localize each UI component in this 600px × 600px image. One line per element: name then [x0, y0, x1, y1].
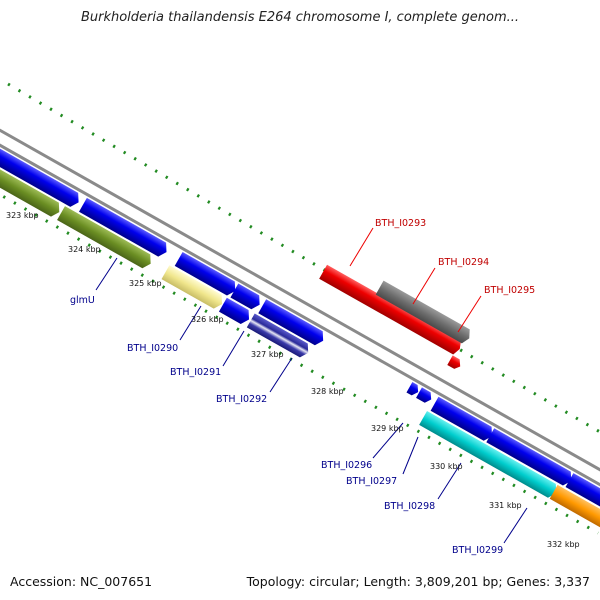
- callout-bth-i0291: [222, 330, 245, 367]
- label-bth-i0299[interactable]: BTH_I0299: [452, 545, 503, 556]
- gene-orange-arrow[interactable]: [549, 484, 600, 528]
- label-bth-i0296[interactable]: BTH_I0296: [321, 460, 372, 471]
- gene-bth-i0294-arrow[interactable]: [375, 280, 474, 346]
- callout-bth-i0293: [349, 227, 374, 267]
- gene-cds-3[interactable]: [174, 251, 239, 298]
- callout-bth-i0297: [402, 436, 419, 475]
- gene-cds-7[interactable]: [565, 473, 600, 513]
- label-bth-i0291[interactable]: BTH_I0291: [170, 367, 221, 378]
- ruler-tick-label: 326 kbp: [191, 315, 224, 324]
- accession-text: Accession: NC_007651: [10, 574, 153, 589]
- gene-bth-i0290-arrow[interactable]: [161, 265, 226, 311]
- feature-band: [0, 123, 600, 535]
- gene-bth-i0291-arrow[interactable]: [218, 297, 253, 327]
- ruler-tick-label: 330 kbp: [430, 462, 463, 471]
- ruler-tick-label: 324 kbp: [68, 245, 101, 254]
- callout-bth-i0296: [372, 422, 404, 459]
- ruler-tick-label: 323 kbp: [6, 211, 39, 220]
- genome-stats-text: Topology: circular; Length: 3,809,201 bp…: [246, 574, 590, 589]
- genome-map: 323 kbp 324 kbp 325 kbp 326 kbp 327 kbp …: [0, 82, 600, 556]
- ruler-tick-label: 327 kbp: [251, 350, 284, 359]
- gene-cds-2[interactable]: [78, 197, 170, 259]
- ruler-tick-label: 332 kbp: [547, 540, 580, 549]
- map-title: Burkholderia thailandensis E264 chromoso…: [80, 10, 520, 25]
- label-bth-i0294[interactable]: BTH_I0294: [438, 257, 489, 268]
- label-bth-i0290[interactable]: BTH_I0290: [127, 343, 178, 354]
- backbone-outer: [0, 123, 600, 486]
- label-bth-i0295[interactable]: BTH_I0295: [484, 285, 535, 296]
- callout-bth-i0299: [503, 507, 528, 544]
- gene-cds-1[interactable]: [0, 133, 83, 209]
- gene-bth-i0293-arrow[interactable]: [319, 264, 464, 356]
- ruler-labels: 323 kbp 324 kbp 325 kbp 326 kbp 327 kbp …: [6, 211, 580, 549]
- callout-bth-i0298: [437, 462, 462, 500]
- gene-bth-i0292-arrow[interactable]: [246, 313, 312, 359]
- gene-labels: BTH_I0293 BTH_I0294 BTH_I0295 glmU BTH_I…: [70, 218, 535, 556]
- label-bth-i0297[interactable]: BTH_I0297: [346, 476, 397, 487]
- inner-dotted-ruler: [0, 177, 599, 535]
- callout-bth-i0294: [412, 267, 436, 305]
- label-bth-i0292[interactable]: BTH_I0292: [216, 394, 267, 405]
- gene-green-1[interactable]: [0, 149, 63, 219]
- ruler-tick-label: 328 kbp: [311, 387, 344, 396]
- ruler-tick-label: 329 kbp: [371, 424, 404, 433]
- gene-cds-4[interactable]: [230, 283, 263, 312]
- gene-bth-i0299-arrow[interactable]: [419, 410, 560, 500]
- gene-bth-i0297-arrow[interactable]: [416, 387, 434, 404]
- ruler-tick-label: 325 kbp: [129, 279, 162, 288]
- callout-glmU: [95, 257, 118, 291]
- gene-glmU-arrow[interactable]: [57, 206, 155, 271]
- ruler-tick-label: 331 kbp: [489, 501, 522, 510]
- callout-bth-i0295: [457, 295, 482, 333]
- label-glmU[interactable]: glmU: [70, 295, 95, 306]
- callout-bth-i0292: [269, 357, 293, 393]
- outer-dotted-track: [7, 82, 600, 434]
- gene-bth-i0298-arrow[interactable]: [430, 396, 496, 443]
- label-bth-i0293[interactable]: BTH_I0293: [375, 218, 426, 229]
- label-bth-i0298[interactable]: BTH_I0298: [384, 501, 435, 512]
- gene-small-red-arrow[interactable]: [447, 355, 463, 370]
- callout-lines: [95, 227, 528, 544]
- gene-bth-i0296-arrow[interactable]: [406, 381, 421, 397]
- backbone-inner: [0, 134, 600, 497]
- gene-cds-5[interactable]: [258, 299, 327, 347]
- gene-cds-6[interactable]: [486, 428, 575, 488]
- callout-bth-i0290: [179, 305, 202, 341]
